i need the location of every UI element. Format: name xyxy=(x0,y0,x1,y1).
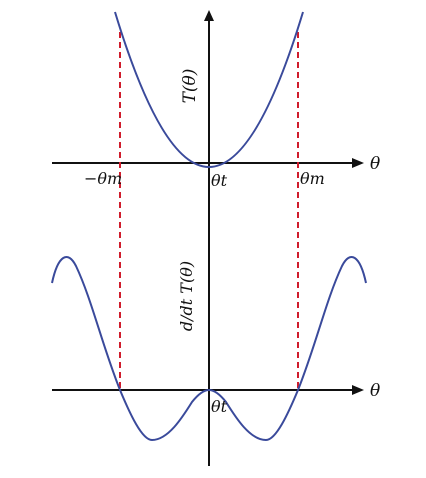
top-y-axis-label: T(θ) xyxy=(180,69,200,104)
tick-label-theta-t-bottom: θt xyxy=(211,397,228,416)
top-x-axis-label: θ xyxy=(370,154,380,174)
bottom-y-axis-label: d/dt T(θ) xyxy=(177,261,196,331)
vertical-axis-arrowhead xyxy=(204,10,214,21)
top-horizontal-axis-arrowhead xyxy=(352,158,364,168)
bottom-horizontal-axis-arrowhead xyxy=(352,385,364,395)
bottom-x-axis-label: θ xyxy=(370,381,380,401)
tick-label-theta-t-top: θt xyxy=(211,171,228,190)
bottom-curve xyxy=(51,256,367,442)
tick-label-theta-m: θm xyxy=(300,169,325,188)
top-curve xyxy=(114,11,304,168)
tick-label-minus-theta-m: −θm xyxy=(84,169,122,188)
